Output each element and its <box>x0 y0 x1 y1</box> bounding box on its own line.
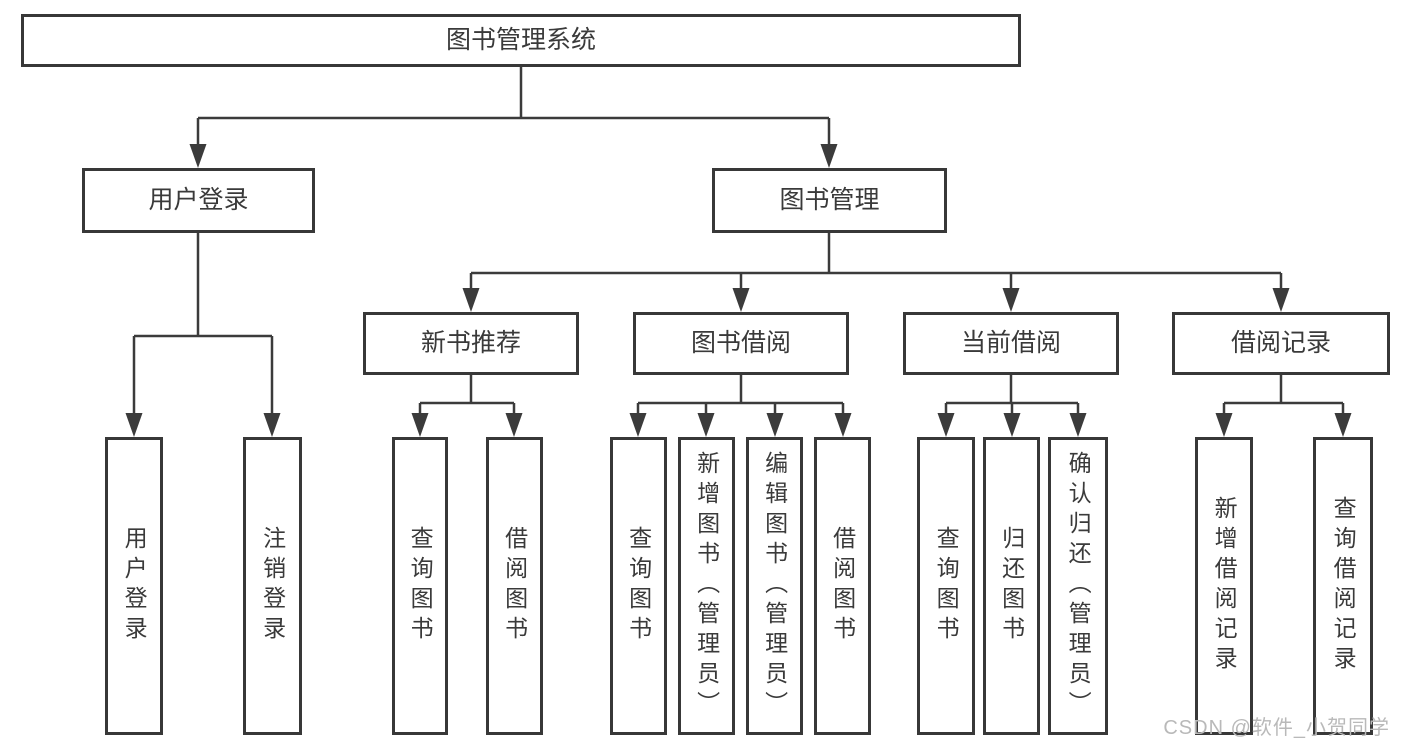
leaf-bb-add-book-admin-label: 新增图书（管理员） <box>693 451 720 721</box>
leaf-bb-edit-book-admin: 编辑图书（管理员） <box>746 437 803 735</box>
leaf-br-add-record-label: 新增借阅记录 <box>1211 496 1238 676</box>
node-new-book-recommend: 新书推荐 <box>363 312 579 375</box>
node-borrow-records-label: 借阅记录 <box>1230 329 1331 357</box>
leaf-cb-confirm-return-admin: 确认归还（管理员） <box>1048 437 1108 735</box>
leaf-br-add-record: 新增借阅记录 <box>1195 437 1253 735</box>
node-book-management-label: 图书管理 <box>779 186 880 214</box>
node-current-borrow: 当前借阅 <box>903 312 1119 375</box>
node-new-book-recommend-label: 新书推荐 <box>420 329 521 357</box>
leaf-user-login-label: 用户登录 <box>121 526 148 646</box>
arrowhead-icons <box>125 144 1352 437</box>
leaf-logout-label: 注销登录 <box>259 526 286 646</box>
watermark: CSDN @软件_小贺同学 <box>1163 717 1390 739</box>
node-library-management-system: 图书管理系统 <box>21 14 1021 67</box>
node-user-login: 用户登录 <box>82 168 315 233</box>
leaf-cb-query-book: 查询图书 <box>917 437 975 735</box>
node-user-login-label: 用户登录 <box>148 186 249 214</box>
leaf-bb-borrow-book: 借阅图书 <box>814 437 871 735</box>
node-book-management: 图书管理 <box>712 168 947 233</box>
leaf-br-query-record: 查询借阅记录 <box>1313 437 1373 735</box>
node-book-borrow-label: 图书借阅 <box>690 329 791 357</box>
leaf-bb-query-book-label: 查询图书 <box>625 526 652 646</box>
leaf-bb-query-book: 查询图书 <box>610 437 667 735</box>
leaf-logout: 注销登录 <box>243 437 302 735</box>
leaf-cb-return-book: 归还图书 <box>983 437 1040 735</box>
leaf-br-query-record-label: 查询借阅记录 <box>1330 496 1357 676</box>
node-borrow-records: 借阅记录 <box>1172 312 1390 375</box>
leaf-cb-query-book-label: 查询图书 <box>933 526 960 646</box>
leaf-bb-add-book-admin: 新增图书（管理员） <box>678 437 735 735</box>
leaf-nbr-query-book: 查询图书 <box>392 437 448 735</box>
connector-paths <box>132 67 1345 416</box>
node-current-borrow-label: 当前借阅 <box>960 329 1061 357</box>
leaf-user-login: 用户登录 <box>105 437 163 735</box>
leaf-nbr-borrow-book-label: 借阅图书 <box>501 526 528 646</box>
leaf-cb-confirm-return-admin-label: 确认归还（管理员） <box>1065 451 1092 721</box>
leaf-cb-return-book-label: 归还图书 <box>998 526 1025 646</box>
leaf-nbr-query-book-label: 查询图书 <box>407 526 434 646</box>
leaf-bb-borrow-book-label: 借阅图书 <box>829 526 856 646</box>
node-book-borrow: 图书借阅 <box>633 312 849 375</box>
leaf-bb-edit-book-admin-label: 编辑图书（管理员） <box>761 451 788 721</box>
node-library-management-system-label: 图书管理系统 <box>445 26 596 54</box>
leaf-nbr-borrow-book: 借阅图书 <box>486 437 543 735</box>
